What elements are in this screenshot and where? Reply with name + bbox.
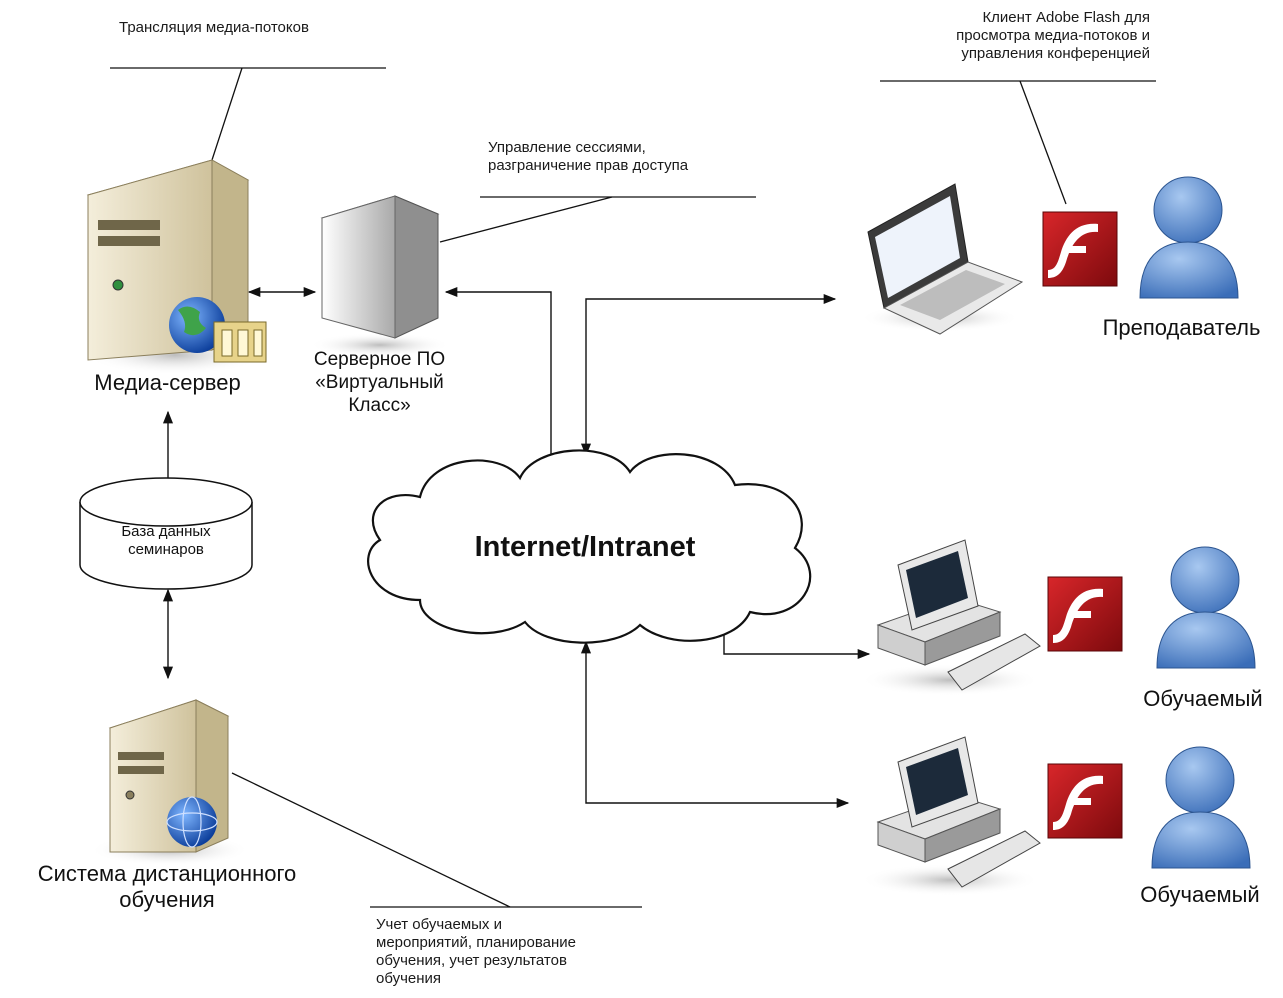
network-label: Internet/Intranet <box>474 531 696 563</box>
database-label: База данных семинаров <box>121 523 211 558</box>
server-software-icon <box>310 195 450 357</box>
laptop-icon <box>860 183 1024 335</box>
desktop-computer-icon <box>860 539 1041 696</box>
adobe-flash-icon <box>1047 576 1123 652</box>
person-icon <box>1151 746 1251 869</box>
lms-server-icon <box>90 699 250 866</box>
media-server-label: Медиа-сервер <box>94 370 241 395</box>
media-server-icon <box>85 159 267 375</box>
teacher-label: Преподаватель <box>1102 315 1261 340</box>
annotation-lines <box>110 67 1156 908</box>
student-label: Обучаемый <box>1140 882 1260 907</box>
adobe-flash-icon <box>1047 763 1123 839</box>
cloud-icon <box>367 449 812 644</box>
person-icon <box>1156 546 1256 669</box>
database-cylinder-icon <box>79 477 253 590</box>
lms-label: Система дистанционного обучения <box>37 861 297 913</box>
flash-client-note: Клиент Adobe Flash для просмотра медиа-п… <box>956 9 1150 62</box>
server-software-label: Серверное ПО «Виртуальный Класс» <box>313 349 446 416</box>
desktop-computer-icon <box>860 736 1041 896</box>
lms-duties-note: Учет обучаемых и мероприятий, планирован… <box>376 916 576 987</box>
student-label: Обучаемый <box>1143 686 1263 711</box>
person-icon <box>1139 176 1239 299</box>
session-management-note: Управление сессиями, разграничение прав … <box>488 139 689 174</box>
streaming-note: Трансляция медиа-потоков <box>119 19 309 36</box>
adobe-flash-icon <box>1042 211 1118 287</box>
